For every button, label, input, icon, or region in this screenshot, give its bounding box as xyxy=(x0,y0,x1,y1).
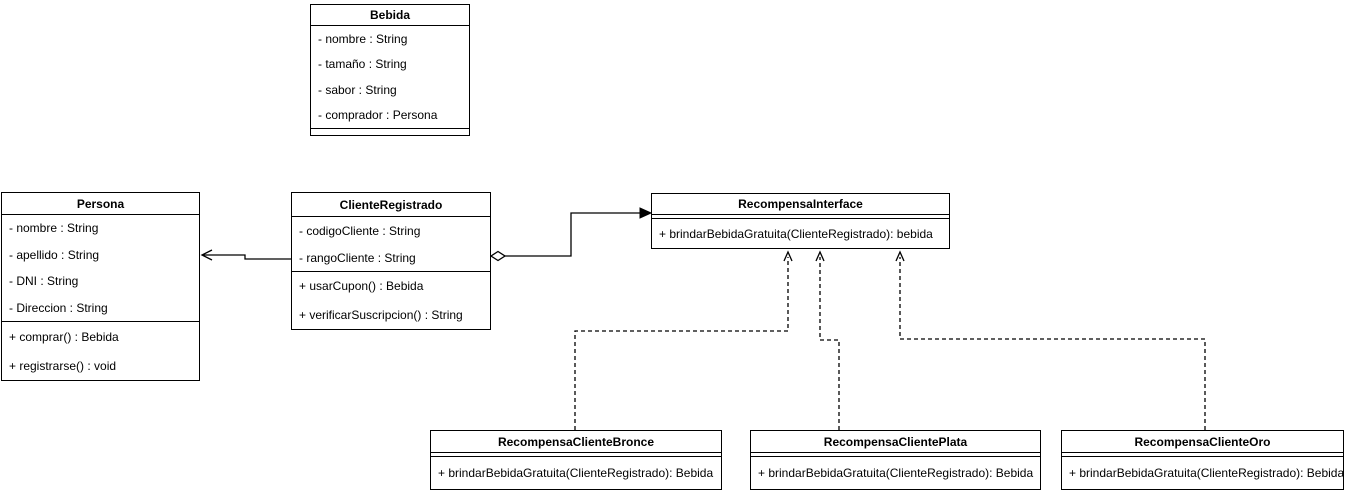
attribute: - codigoCliente : String xyxy=(299,223,421,238)
realization-recompensaclienteoro-to-recompensainterface[interactable] xyxy=(895,250,1206,430)
attributes-compartment-empty xyxy=(1062,453,1343,457)
methods-compartment: + brindarBebidaGratuita(ClienteRegistrad… xyxy=(1062,457,1343,489)
attribute: - sabor : String xyxy=(318,82,397,97)
attributes-compartment-empty xyxy=(652,215,949,219)
realization-recompensaclienteplata-to-recompensainterface[interactable] xyxy=(815,250,840,430)
attribute: - tamaño : String xyxy=(318,57,407,72)
class-bebida[interactable]: Bebida - nombre : String - tamaño : Stri… xyxy=(310,4,470,136)
class-persona[interactable]: Persona - nombre : String - apellido : S… xyxy=(1,192,200,381)
attributes-compartment: - codigoCliente : String - rangoCliente … xyxy=(292,217,490,272)
method: + usarCupon() : Bebida xyxy=(299,279,424,294)
class-recompensaclienteplata[interactable]: RecompensaClientePlata + brindarBebidaGr… xyxy=(750,430,1041,490)
class-title: RecompensaInterface xyxy=(652,194,949,215)
attributes-compartment: - nombre : String - apellido : String - … xyxy=(2,215,199,322)
method: + verificarSuscripcion() : String xyxy=(299,307,463,322)
attributes-compartment-empty xyxy=(431,453,721,457)
attribute: - Direccion : String xyxy=(9,300,108,315)
methods-compartment: + usarCupon() : Bebida + verificarSuscri… xyxy=(292,272,490,329)
attribute: - nombre : String xyxy=(318,31,408,46)
class-recompensaclienteoro[interactable]: RecompensaClienteOro + brindarBebidaGrat… xyxy=(1061,430,1344,490)
methods-compartment-empty xyxy=(311,129,469,135)
class-recompensaclientebronce[interactable]: RecompensaClienteBronce + brindarBebidaG… xyxy=(430,430,722,490)
methods-compartment: + comprar() : Bebida + registrarse() : v… xyxy=(2,322,199,380)
method: + brindarBebidaGratuita(ClienteRegistrad… xyxy=(659,226,933,241)
attribute: - comprador : Persona xyxy=(318,108,438,123)
class-title: RecompensaClienteBronce xyxy=(431,431,721,453)
class-title: Persona xyxy=(2,193,199,215)
aggregation-clienteregistrado-to-recompensainterface[interactable] xyxy=(489,207,653,262)
method: + comprar() : Bebida xyxy=(9,329,119,344)
class-title: RecompensaClientePlata xyxy=(751,431,1040,453)
attribute: - nombre : String xyxy=(9,221,99,236)
methods-compartment: + brindarBebidaGratuita(ClienteRegistrad… xyxy=(431,457,721,489)
attributes-compartment: - nombre : String - tamaño : String - sa… xyxy=(311,26,469,129)
class-title: ClienteRegistrado xyxy=(292,193,490,217)
attributes-compartment-empty xyxy=(751,453,1040,457)
attribute: - DNI : String xyxy=(9,274,79,289)
methods-compartment: + brindarBebidaGratuita(ClienteRegistrad… xyxy=(751,457,1040,489)
attribute: - rangoCliente : String xyxy=(299,250,416,265)
attribute: - apellido : String xyxy=(9,247,100,262)
method: + brindarBebidaGratuita(ClienteRegistrad… xyxy=(1069,466,1343,480)
methods-compartment: + brindarBebidaGratuita(ClienteRegistrad… xyxy=(652,219,949,248)
class-title: Bebida xyxy=(311,5,469,26)
method: + brindarBebidaGratuita(ClienteRegistrad… xyxy=(758,466,1034,480)
class-title: RecompensaClienteOro xyxy=(1062,431,1343,453)
method: + registrarse() : void xyxy=(9,358,117,373)
class-clienteregistrado[interactable]: ClienteRegistrado - codigoCliente : Stri… xyxy=(291,192,491,330)
realization-recompensaclientebronce-to-recompensainterface[interactable] xyxy=(574,250,793,430)
method: + brindarBebidaGratuita(ClienteRegistrad… xyxy=(438,466,714,480)
class-recompensainterface[interactable]: RecompensaInterface + brindarBebidaGratu… xyxy=(651,193,950,249)
